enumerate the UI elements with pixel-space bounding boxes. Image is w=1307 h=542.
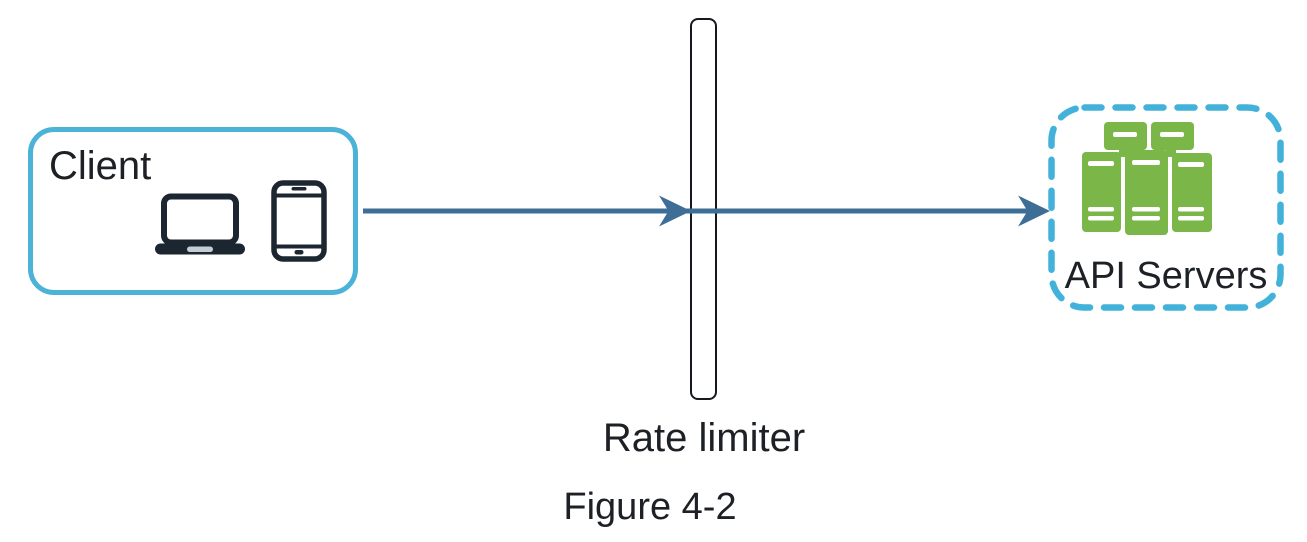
client-box: Client bbox=[28, 127, 358, 295]
api-servers-box: API Servers bbox=[1048, 104, 1284, 311]
rate-limiter-bar bbox=[690, 18, 717, 400]
rate-limiter-label: Rate limiter bbox=[602, 416, 806, 460]
front-server-left bbox=[1082, 152, 1121, 232]
laptop-icon bbox=[155, 193, 245, 255]
arrow-rate-limiter-to-api-servers bbox=[1018, 195, 1050, 227]
api-servers-label: API Servers bbox=[1064, 255, 1268, 297]
arrowhead-at-rate-limiter bbox=[659, 195, 691, 227]
back-server-left bbox=[1104, 122, 1147, 157]
front-server-right bbox=[1172, 153, 1212, 232]
arrowhead-at-api-servers bbox=[1018, 195, 1050, 227]
client-label: Client bbox=[49, 144, 152, 188]
front-server-middle bbox=[1125, 150, 1168, 235]
api-servers-dashed-border bbox=[1048, 104, 1284, 311]
smartphone-icon bbox=[271, 180, 327, 262]
back-server-right bbox=[1151, 122, 1194, 157]
figure-caption: Figure 4-2 bbox=[563, 486, 737, 528]
server-cluster-icon bbox=[1082, 122, 1212, 235]
